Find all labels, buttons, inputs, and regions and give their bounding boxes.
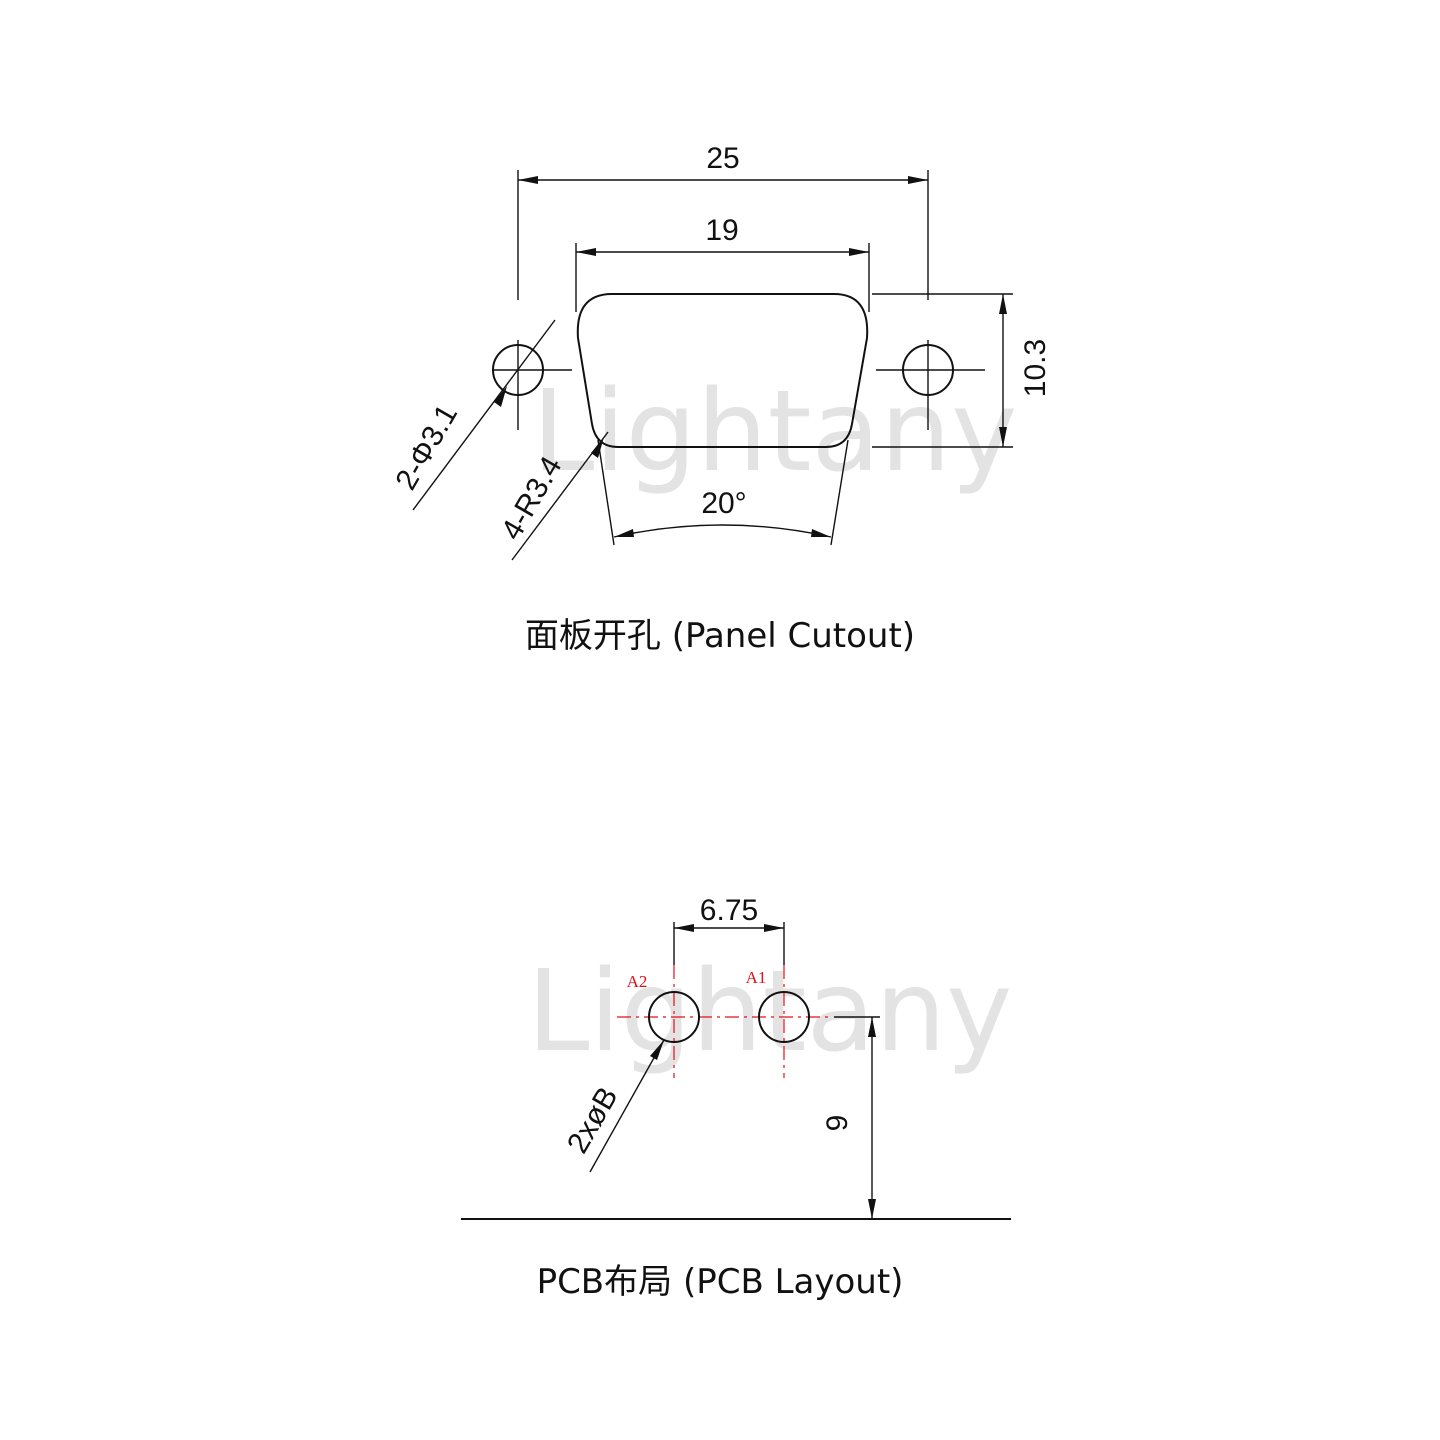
- dimension-6-75: [673, 922, 785, 965]
- dimension-angle-20: [597, 439, 849, 546]
- dimension-25: [517, 170, 929, 300]
- dimension-10-3: [872, 293, 1013, 448]
- dim-offset-label: 9: [821, 1115, 854, 1132]
- panel-cutout-caption: 面板开孔 (Panel Cutout): [525, 616, 915, 656]
- d-sub-cutout-outline: [576, 293, 869, 448]
- leader-hole-size: [589, 1039, 665, 1173]
- watermark-bottom: Lightany: [527, 947, 1012, 1077]
- dim-pitch-label: 6.75: [700, 894, 758, 927]
- dim-height-label: 10.3: [1019, 339, 1052, 397]
- left-mounting-hole: [492, 340, 572, 430]
- leader-mount-holes: [412, 319, 556, 511]
- dim-overall-width-label: 25: [706, 142, 739, 175]
- pin-a2-label: A2: [627, 972, 648, 991]
- dim-cutout-width-label: 19: [705, 214, 738, 247]
- dimension-9: [834, 1016, 880, 1219]
- dimension-19: [575, 243, 870, 312]
- pin-a1-hole: [758, 991, 810, 1043]
- dim-hole-label: 2xøB: [561, 1082, 625, 1159]
- leader-corner-radius: [511, 431, 609, 561]
- dim-mount-holes-label: 2-Φ3.1: [389, 399, 464, 495]
- pin-a1-label: A1: [746, 968, 767, 987]
- right-mounting-hole: [876, 340, 985, 430]
- watermark-top: Lightany: [532, 367, 1017, 497]
- dim-angle-label: 20°: [701, 487, 746, 520]
- pcb-layout-caption: PCB布局 (PCB Layout): [537, 1262, 904, 1302]
- pin-a2-hole: [648, 991, 700, 1043]
